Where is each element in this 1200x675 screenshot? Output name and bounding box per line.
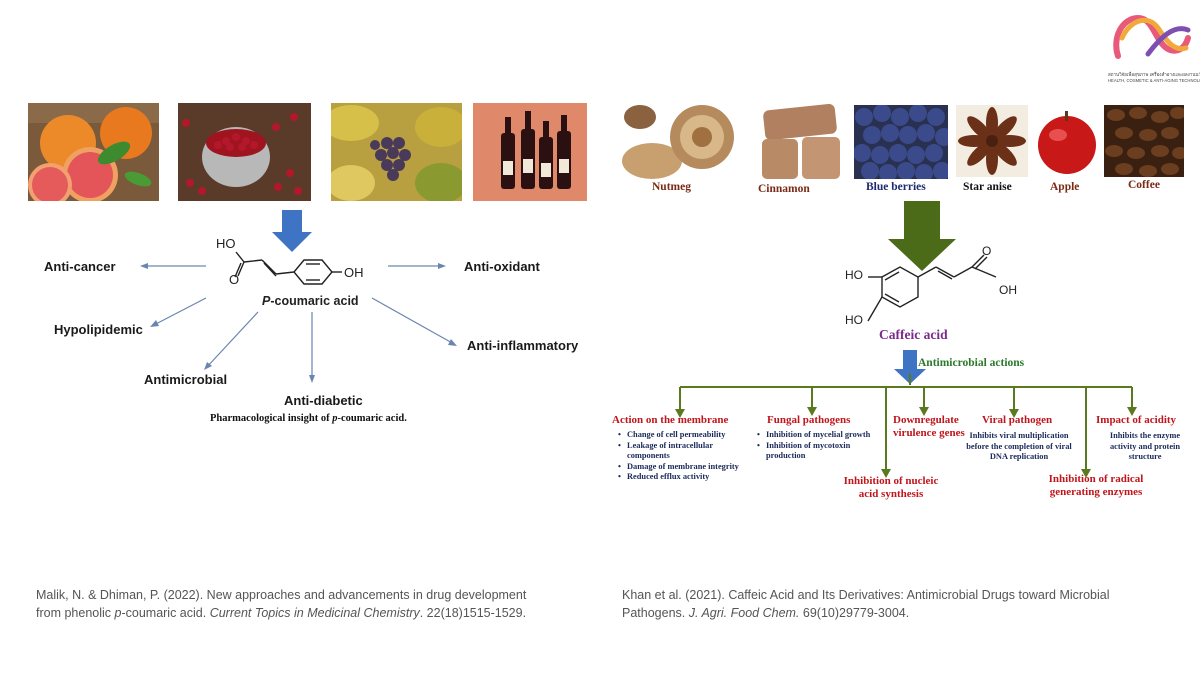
star-anise-photo: [956, 105, 1028, 177]
branch-viral-title: Viral pathogen: [982, 414, 1053, 426]
branch-acidity-text: Inhibits the enzyme activity and protein…: [1109, 431, 1181, 461]
reference-left: Malik, N. & Dhiman, P. (2022). New appro…: [36, 586, 596, 622]
ca-o-label: O: [982, 244, 992, 258]
left-caption-italic: p: [332, 413, 338, 424]
pca-name-italic: P: [262, 294, 271, 308]
blue-small-arrow-icon: [894, 350, 926, 384]
food-label-blue-berries: Blue berries: [866, 181, 926, 193]
reference-right: Khan et al. (2021). Caffeic Acid and Its…: [622, 586, 1192, 622]
branch-membrane-title: Action on the membrane: [612, 414, 729, 426]
activity-hypolipidemic: Hypolipidemic: [54, 322, 143, 337]
logo-subtitle-thai: สถานวิจัยเพื่อสุขภาพ เครื่องสำอางและผลงา…: [1108, 72, 1200, 77]
p-coumaric-diagram: [140, 210, 457, 383]
pca-ho-label: HO: [216, 236, 236, 251]
branch-downregulate-title: Downregulate virulence genes: [893, 414, 965, 439]
caffeic-acid-name: Caffeic acid: [879, 327, 948, 342]
caffeic-acid-structure-icon: [867, 254, 997, 322]
ca-ho2-label: HO: [845, 313, 863, 327]
reference-left-line1: Malik, N. & Dhiman, P. (2022). New appro…: [36, 588, 527, 602]
activity-anti-cancer: Anti-cancer: [44, 259, 116, 274]
list-item: Reduced efflux activity: [618, 472, 744, 483]
ref-left-italic1: p: [114, 606, 122, 620]
activity-arrows: [140, 263, 457, 383]
ref-left-pre: from phenolic: [36, 606, 115, 620]
list-item: Damage of membrane integrity: [618, 462, 744, 473]
food-label-apple: Apple: [1050, 181, 1080, 193]
logo-mark-icon: [1113, 14, 1191, 59]
apple-photo: [1034, 105, 1100, 177]
ref-right-journal: J. Agri. Food Chem.: [688, 606, 800, 620]
left-caption: Pharmacological insight of p-coumaric ac…: [210, 413, 407, 424]
blueberry-photo: [854, 105, 948, 179]
logo-subtitle-en: HEALTH, COSMETIC & ANTI-AGING TECHNOLOGY: [1108, 78, 1200, 83]
ref-left-post: . 22(18)1515-1529.: [419, 606, 527, 620]
cinnamon-photo: [758, 103, 844, 181]
grapefruit-photo: [28, 103, 159, 201]
reference-left-line2: from phenolic p-coumaric acid. Current T…: [36, 604, 596, 622]
activity-anti-diabetic: Anti-diabetic: [284, 393, 363, 408]
activity-antimicrobial: Antimicrobial: [144, 372, 228, 387]
ref-right-pre: Pathogens.: [622, 606, 689, 620]
wine-photo: [473, 103, 587, 201]
ref-right-post: 69(10)29779-3004.: [799, 606, 910, 620]
pca-name: P-coumaric acid: [262, 294, 359, 308]
ref-left-journal: Current Topics in Medicinal Chemistry: [209, 606, 420, 620]
list-item: Inhibition of mycelial growth: [757, 430, 889, 441]
food-label-nutmeg: Nutmeg: [652, 181, 691, 193]
nutmeg-photo: [622, 103, 742, 181]
branch-fungal-list: Inhibition of mycelial growth Inhibition…: [757, 430, 889, 462]
activity-anti-inflammatory: Anti-inflammatory: [467, 338, 579, 353]
pca-name-rest: -coumaric acid: [270, 294, 359, 308]
caffeic-acid-diagram: [675, 201, 1137, 478]
blue-down-arrow-icon: [272, 210, 312, 252]
reference-right-line1: Khan et al. (2021). Caffeic Acid and Its…: [622, 588, 1110, 602]
list-item: Leakage of intracellular components: [618, 441, 744, 462]
branch-nucleic-title: Inhibition of nucleic acid synthesis: [843, 475, 939, 500]
food-label-cinnamon: Cinnamon: [758, 183, 810, 195]
cranberry-photo: [178, 103, 311, 201]
action-tree-arrowheads: [675, 407, 1137, 478]
antimicrobial-actions-label: Antimicrobial actions: [918, 357, 1025, 369]
activity-anti-oxidant: Anti-oxidant: [464, 259, 540, 274]
reference-right-line2: Pathogens. J. Agri. Food Chem. 69(10)297…: [622, 604, 1192, 622]
ca-oh-label: OH: [999, 283, 1017, 297]
branch-viral-text: Inhibits viral multiplication before the…: [966, 431, 1072, 461]
left-caption-pre: Pharmacological insight of: [210, 413, 333, 424]
list-item: Change of cell permeability: [618, 430, 744, 441]
list-item: Inhibition of mycotoxin production: [757, 441, 889, 462]
ca-ho1-label: HO: [845, 268, 863, 282]
branch-fungal-title: Fungal pathogens: [767, 414, 851, 426]
food-label-star-anise: Star anise: [963, 181, 1012, 193]
food-label-coffee: Coffee: [1128, 179, 1160, 191]
ref-left-mid: -coumaric acid.: [121, 606, 210, 620]
branch-acidity-title: Impact of acidity: [1096, 414, 1177, 426]
branch-membrane-list: Change of cell permeability Leakage of i…: [618, 430, 744, 483]
pca-oh-label: OH: [344, 265, 364, 280]
grapes-photo: [331, 103, 462, 201]
pca-o-label: O: [229, 272, 240, 287]
coffee-photo: [1104, 105, 1184, 177]
logo: สถานวิจัยเพื่อสุขภาพ เครื่องสำอางและผลงา…: [1108, 8, 1200, 83]
branch-radical-title: Inhibition of radical generating enzymes: [1048, 473, 1144, 498]
left-caption-post: -coumaric acid.: [337, 413, 407, 424]
p-coumaric-structure-icon: [234, 251, 342, 285]
green-down-arrow-icon: [888, 201, 956, 271]
